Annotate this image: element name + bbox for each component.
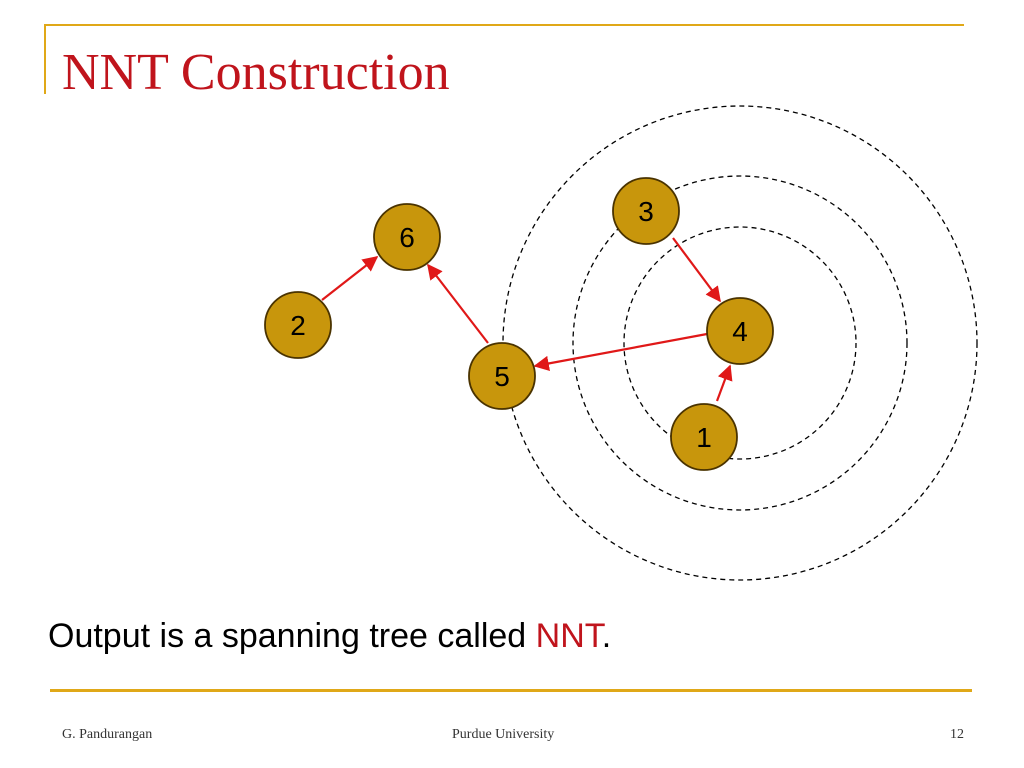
tree-edges xyxy=(321,237,733,402)
node-4: 4 xyxy=(706,297,774,365)
edge-4-to-5 xyxy=(533,332,708,372)
edge-5-to-6 xyxy=(427,263,489,344)
node-1: 1 xyxy=(670,403,738,471)
footer-institution: Purdue University xyxy=(452,727,555,742)
node-5: 5 xyxy=(468,342,536,410)
node-2-label: 2 xyxy=(290,310,306,341)
tree-nodes: 6 2 5 3 4 1 xyxy=(264,177,774,471)
node-1-label: 1 xyxy=(696,422,712,453)
ring-outer xyxy=(502,105,978,581)
edge-3-to-4 xyxy=(672,237,721,303)
node-6-label: 6 xyxy=(399,222,415,253)
distance-rings xyxy=(502,105,978,581)
footer-divider xyxy=(50,689,972,692)
node-3-label: 3 xyxy=(638,196,654,227)
node-5-label: 5 xyxy=(494,361,510,392)
ring-inner xyxy=(623,226,857,460)
edge-1-to-4 xyxy=(715,364,733,402)
title-accent-bar xyxy=(44,24,46,94)
edge-2-to-6 xyxy=(321,256,379,301)
node-2: 2 xyxy=(264,291,332,359)
ring-middle xyxy=(572,175,908,511)
node-3: 3 xyxy=(612,177,680,245)
nnt-highlight: NNT xyxy=(535,617,602,655)
output-statement-text: Output is a spanning tree called xyxy=(48,617,536,655)
slide-title: NNT Construction xyxy=(62,44,450,101)
node-6: 6 xyxy=(373,203,441,271)
footer-author: G. Pandurangan xyxy=(62,727,153,742)
output-statement: Output is a spanning tree called NNT. xyxy=(48,612,611,660)
title-accent-line xyxy=(44,24,964,26)
output-statement-period: . xyxy=(601,617,612,655)
node-4-label: 4 xyxy=(732,316,748,347)
footer-page-number: 12 xyxy=(950,727,964,742)
